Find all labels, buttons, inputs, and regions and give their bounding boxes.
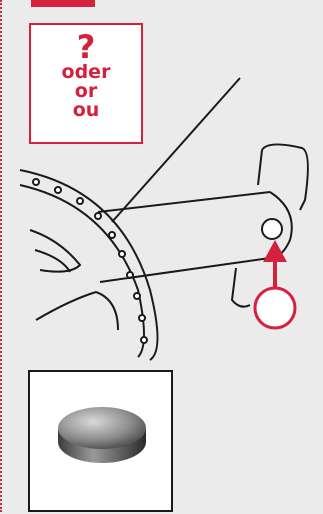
chainring	[20, 170, 158, 360]
pedal-hole	[262, 219, 282, 239]
spider-arms	[30, 230, 118, 330]
arrow-up-icon	[263, 240, 287, 290]
magnet-photo-box	[28, 370, 173, 512]
question-box: ? oder or ou	[29, 23, 143, 144]
chain-holes	[33, 179, 147, 343]
magnet-icon	[30, 372, 171, 510]
magnet-position-circle	[255, 288, 295, 328]
word-ou: ou	[31, 101, 141, 120]
question-mark: ?	[31, 31, 141, 63]
